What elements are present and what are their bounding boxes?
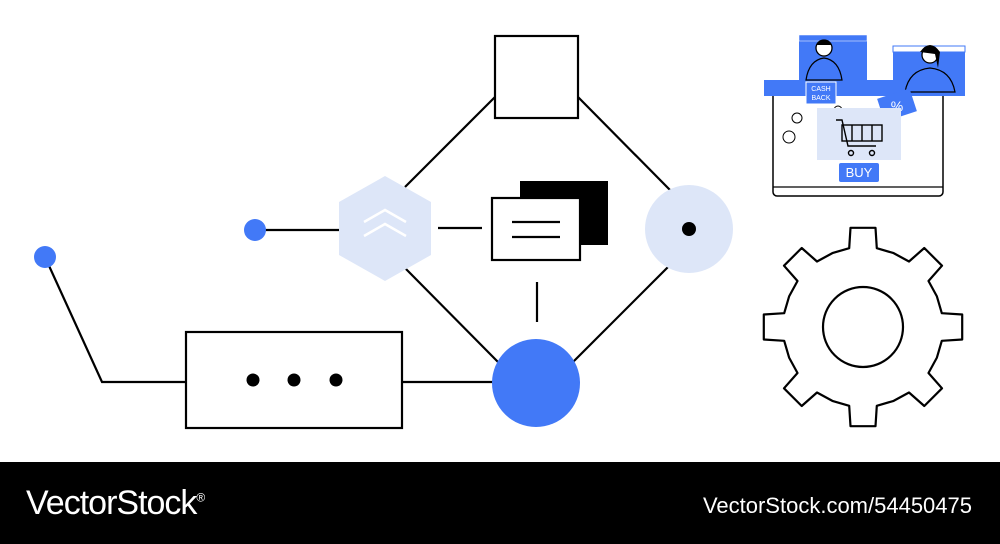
cashback-label-line1: CASH [811, 86, 830, 93]
circle-node-right [645, 185, 733, 273]
cashback-tag [805, 81, 837, 105]
brand-logo: VectorStock® [26, 484, 205, 523]
circle-node-bottom [492, 339, 580, 427]
buy-button-label: BUY [846, 165, 873, 180]
cashback-label-line2: BACK [811, 95, 830, 102]
footer-bar [0, 462, 1000, 544]
registered-mark: ® [196, 490, 205, 505]
brand-name: VectorStock [26, 484, 197, 522]
dot-icon [682, 222, 696, 236]
hexagon-node [339, 176, 431, 281]
connector-lines [43, 96, 671, 384]
image-id: VectorStock.com/54450475 [702, 493, 972, 518]
document-icon [490, 181, 608, 262]
shopping-cart-icon [836, 119, 883, 157]
flowchart-illustration: CASH BACK % BUY [34, 34, 966, 430]
gear-icon [762, 226, 964, 428]
top-square-node [493, 34, 580, 120]
online-shop-illustration: CASH BACK % BUY [764, 34, 966, 197]
ellipsis-icon [246, 373, 343, 387]
chevron-up-double-icon [363, 208, 407, 238]
endpoint-dot-middle [244, 219, 266, 241]
buy-button [839, 163, 879, 182]
ellipsis-box-node [184, 330, 404, 430]
endpoint-dot-left [34, 246, 56, 268]
